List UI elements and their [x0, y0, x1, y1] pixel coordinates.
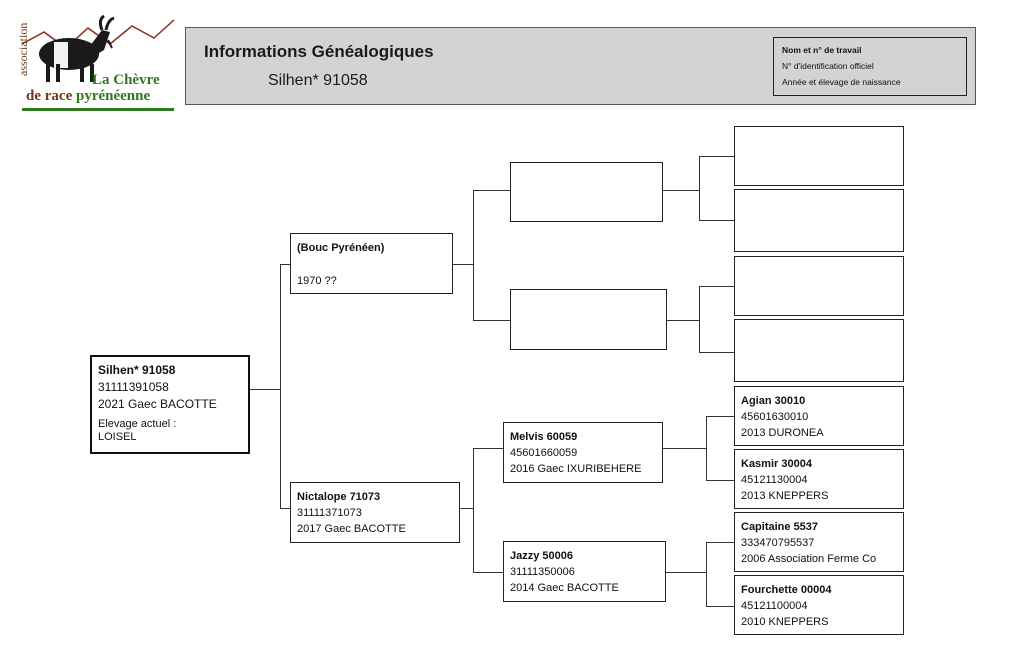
logo-line2-suffix: pyrénéenne [75, 88, 151, 104]
connector [706, 416, 734, 417]
subject-name: Silhen* 91058 [98, 363, 176, 377]
connector [706, 416, 707, 480]
dsd-birth: 2013 KNEPPERS [741, 490, 829, 502]
ggp-card-4[interactable] [734, 319, 904, 382]
dsd-name: Kasmir 30004 [741, 458, 812, 470]
ddd-name: Fourchette 00004 [741, 584, 832, 596]
sire-dam-card[interactable] [510, 289, 667, 350]
connector [663, 190, 699, 191]
sire-birth: 1970 ?? [297, 275, 337, 287]
goat-icon [21, 14, 175, 82]
connector [663, 448, 706, 449]
ggp-card-2[interactable] [734, 189, 904, 252]
connector [699, 352, 734, 353]
dam-sire-birth: 2016 Gaec IXURIBEHERE [510, 463, 642, 475]
connector [280, 264, 290, 265]
ddd-id: 45121100004 [741, 600, 808, 612]
logo-underline [22, 108, 174, 111]
dam-dam-card[interactable]: Jazzy 50006 31111350006 2014 Gaec BACOTT… [503, 541, 666, 602]
connector [473, 448, 503, 449]
ggp-card-3[interactable] [734, 256, 904, 316]
association-logo: association La Chèvre de race pyrénéenne [14, 14, 176, 112]
dds-id: 333470795537 [741, 537, 815, 549]
dam-sire-dam-card[interactable]: Kasmir 30004 45121130004 2013 KNEPPERS [734, 449, 904, 509]
dam-dam-name: Jazzy 50006 [510, 550, 573, 562]
connector [706, 606, 734, 607]
connector [706, 542, 707, 606]
connector [473, 190, 510, 191]
legend-box: Nom et n° de travail N° d'identification… [773, 37, 967, 96]
dam-name: Nictalope 71073 [297, 491, 381, 503]
connector [473, 448, 474, 572]
legend-birth-line: Année et élevage de naissance [782, 77, 901, 87]
dam-sire-name: Melvis 60059 [510, 431, 578, 443]
dds-name: Capitaine 5537 [741, 521, 819, 533]
connector [250, 389, 280, 390]
sire-name: (Bouc Pyrénéen) [297, 242, 385, 254]
connector [699, 286, 734, 287]
connector [706, 542, 734, 543]
subject-animal-card[interactable]: Silhen* 91058 31111391058 2021 Gaec BACO… [90, 355, 250, 454]
dsd-id: 45121130004 [741, 474, 808, 486]
sire-card[interactable]: (Bouc Pyrénéen) 1970 ?? [290, 233, 453, 294]
dss-birth: 2013 DURONEA [741, 427, 824, 439]
subject-current-label: Elevage actuel : [98, 418, 177, 430]
header-banner: Informations Généalogiques Silhen* 91058… [185, 27, 976, 105]
dam-card[interactable]: Nictalope 71073 31111371073 2017 Gaec BA… [290, 482, 460, 543]
connector [699, 286, 700, 352]
connector [699, 156, 700, 220]
dam-sire-card[interactable]: Melvis 60059 45601660059 2016 Gaec IXURI… [503, 422, 663, 483]
dss-name: Agian 30010 [741, 395, 806, 407]
dam-id: 31111371073 [297, 507, 362, 519]
logo-line2: de race pyrénéenne [26, 88, 150, 105]
connector [460, 508, 473, 509]
dss-id: 45601630010 [741, 411, 809, 423]
dam-dam-dam-card[interactable]: Fourchette 00004 45121100004 2010 KNEPPE… [734, 575, 904, 635]
sire-sire-card[interactable] [510, 162, 663, 222]
dam-sire-sire-card[interactable]: Agian 30010 45601630010 2013 DURONEA [734, 386, 904, 446]
ggp-card-1[interactable] [734, 126, 904, 186]
subject-current-value: LOISEL [98, 431, 137, 443]
connector [280, 264, 281, 508]
legend-name-line: Nom et n° de travail [782, 45, 862, 55]
connector [473, 190, 474, 320]
connector [706, 480, 734, 481]
subject-birth: 2021 Gaec BACOTTE [98, 397, 217, 411]
dam-dam-sire-card[interactable]: Capitaine 5537 333470795537 2006 Associa… [734, 512, 904, 572]
legend-id-line: N° d'identification officiel [782, 61, 874, 71]
connector [667, 320, 699, 321]
logo-side-text: association [16, 22, 30, 76]
connector [699, 220, 734, 221]
ddd-birth: 2010 KNEPPERS [741, 616, 829, 628]
logo-line2-prefix: de race [26, 88, 73, 104]
logo-line1: La Chèvre [92, 72, 160, 88]
dam-dam-id: 31111350006 [510, 566, 575, 578]
connector [453, 264, 473, 265]
subject-id: 31111391058 [98, 380, 169, 394]
dds-birth: 2006 Association Ferme Co [741, 553, 877, 565]
sire-id-empty [297, 256, 446, 273]
connector [280, 508, 290, 509]
connector [473, 572, 503, 573]
page-subtitle: Silhen* 91058 [268, 72, 368, 89]
dam-birth: 2017 Gaec BACOTTE [297, 523, 406, 535]
connector [473, 320, 510, 321]
page-title: Informations Généalogiques [204, 42, 434, 61]
dam-sire-id: 45601660059 [510, 447, 578, 459]
connector [666, 572, 706, 573]
connector [699, 156, 734, 157]
dam-dam-birth: 2014 Gaec BACOTTE [510, 582, 619, 594]
